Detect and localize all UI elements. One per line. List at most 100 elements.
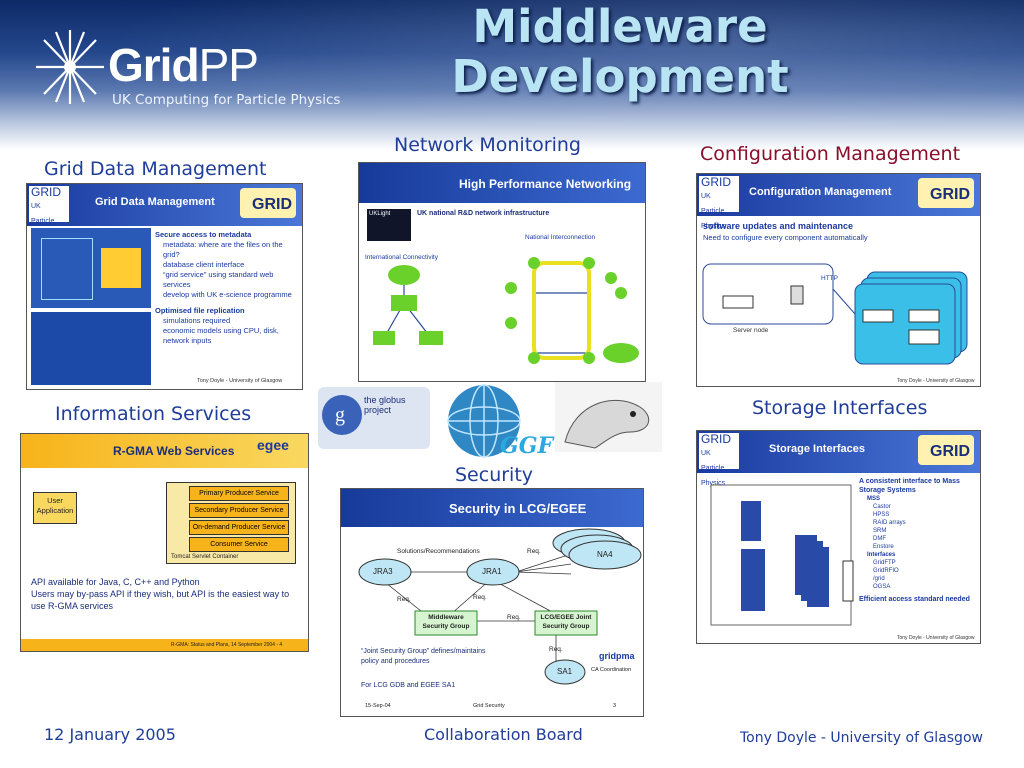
bullet-1: A consistent interface to Mass Storage S… [859,478,960,494]
caption-configuration-management: Configuration Management [700,143,961,165]
label-req-5: Req. [549,646,563,653]
bullet-8: economic models using CPU, disk, network… [163,326,279,345]
bullet-13: OGSA [873,584,891,590]
datagrid-logo: GRID [918,435,974,465]
footer-date: 12 January 2005 [44,725,176,744]
bullet-6: SRM [873,528,887,534]
thumb-header [21,434,308,468]
bullet-4: “grid service” using standard web servic… [163,270,274,289]
security-diagram [358,528,642,685]
caption-information-services: Information Services [55,403,252,425]
datagrid-logo: GRID [918,178,974,208]
service-3: On-demand Producer Service [189,520,289,535]
eagle-drawing [555,382,662,452]
security-page: 3 [613,703,617,709]
config-diagram [702,263,968,365]
globus-logo: g the globus project [318,387,430,449]
bullet-8: Enstore [873,544,894,550]
datagrid-logo: GRID [240,188,296,218]
thumb-bullets: software updates and maintenance Need to… [703,220,973,244]
storage-diagram [710,484,854,626]
bullet-3: Castor [873,504,891,510]
network-subtitle: UK national R&D network infrastructure [417,210,550,217]
footer-author: Tony Doyle - University of Glasgow [740,730,983,746]
thumb-header [341,489,643,527]
label-req-3: Req. [473,594,487,601]
bullet-1: API available for Java, C, C++ and Pytho… [31,577,200,587]
user-app-box [33,492,77,524]
egee-logo: egee [257,437,289,453]
thumb-footer: Tony Doyle - University of Glasgow [897,378,975,384]
logo-grid: Grid [108,39,200,91]
label-server-node: Server node [733,327,769,334]
thumb-bullets: A consistent interface to Mass Storage S… [859,477,977,604]
logo-wordmark: GridPP [108,38,259,92]
ca-label: CA Coordination [591,667,632,673]
caption-network-monitoring: Network Monitoring [394,134,581,156]
caption-collaboration-board: Collaboration Board [424,725,583,744]
bullet-2: Users may by-pass API if they wish, but … [31,589,290,611]
node-sa1: SA1 [557,667,573,676]
thumb-footer: Tony Doyle - University of Glasgow [197,378,283,384]
service-list: Primary Producer Service Secondary Produ… [189,486,289,552]
user-app-label: User Application [36,496,74,515]
thumb-title: High Performance Networking [459,177,632,191]
label-national: National Interconnection [525,234,596,241]
bullet-10: GridFTP [873,560,896,566]
bullet-14: Efficient access standard needed [859,596,970,603]
thumb-title: Configuration Management [749,186,892,198]
ggf-globe-icon [447,384,521,458]
label-req-4: Req. [507,614,521,621]
ukl-image [367,209,411,241]
thumb-title: Security in LCG/EGEE [449,501,587,516]
caption-storage-interfaces: Storage Interfaces [752,397,928,419]
logo-subtitle: UK Computing for Particle Physics [112,92,341,108]
thumb-title: R-GMA Web Services [113,444,235,458]
bullet-9: Interfaces [867,552,896,558]
simulation-block [31,312,151,385]
bullet-2: metadata: where are the files on the gri… [163,240,283,259]
security-text-1: “Joint Security Group” defines/maintains… [361,648,486,665]
thumb-title: Storage Interfaces [769,443,865,455]
header-sheen [0,0,1024,150]
bullet-5: develop with UK e-science programme [163,290,292,299]
eagle-icon [564,399,650,449]
security-text-2: For LCG GDB and EGEE SA1 [361,682,456,689]
bullet-4: HPSS [873,512,890,518]
ukl-label: UKLight [369,211,391,217]
node-jra1: JRA1 [482,567,502,576]
thumb-footer: Tony Doyle - University of Glasgow [897,635,975,641]
thumb-information-services[interactable]: R-GMA Web Services egee User Application… [20,433,309,652]
security-date: 15-Sep-04 [365,703,391,709]
node-joint-security: LCG/EGEE Joint Security Group [540,614,592,630]
bullet-1: software updates and maintenance [703,221,854,231]
service-1: Primary Producer Service [189,486,289,501]
thumb-security[interactable]: Security in LCG/EGEE JRA3 JRA1 NA4 Middl… [340,488,644,717]
service-4: Consumer Service [189,537,289,552]
svg-text:g: g [335,404,345,426]
page-title: Middleware Development [380,2,860,102]
node-na4: NA4 [597,550,613,559]
ggf-label: GGF [500,433,554,459]
bullet-3: database client interface [163,260,245,269]
service-2: Secondary Producer Service [189,503,289,518]
label-http: HTTP [821,275,838,282]
node-jra3: JRA3 [373,567,393,576]
bullet-12: /grid [873,576,885,582]
label-req-2: Req. [397,596,411,603]
star-icon [36,30,104,104]
thumb-network-monitoring[interactable]: High Performance Networking UKLight UK n… [358,162,646,382]
thumb-bullets: Secure access to metadata metadata: wher… [155,230,297,346]
bullet-2: MSS [867,496,881,502]
diagram-block [31,228,151,308]
bullet-6: Optimised file replication [155,306,245,315]
title-line-2: Development [451,50,789,103]
security-footer-mid: Grid Security [473,703,505,709]
label-international: International Connectivity [365,254,438,261]
network-map [373,257,639,364]
container-label: Tomcat Servlet Container [171,554,239,560]
